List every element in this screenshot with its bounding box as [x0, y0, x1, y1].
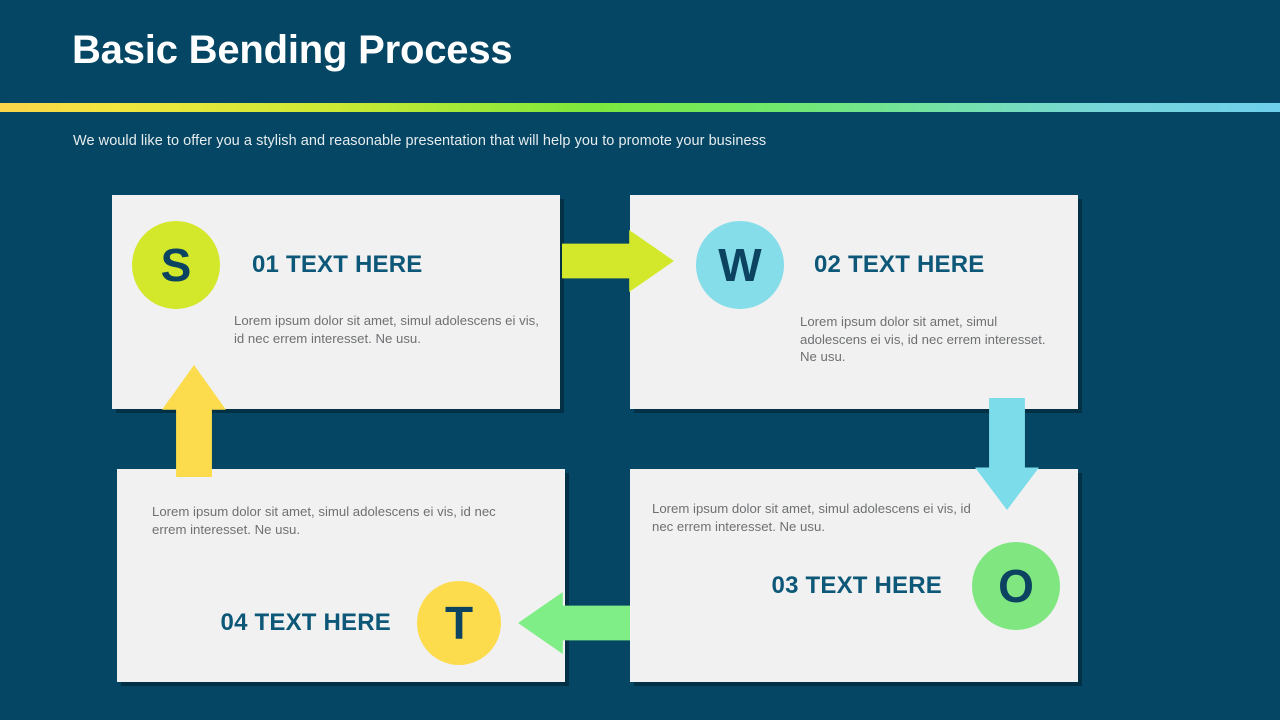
step-02-badge-icon: W [696, 221, 784, 309]
accent-gradient-bar [0, 103, 1280, 112]
step-04-badge-icon: T [417, 581, 501, 665]
step-01-header: S 01 TEXT HERE [132, 221, 422, 309]
step-02-title: 02 TEXT HERE [814, 251, 985, 278]
step-04-header: 04 TEXT HERE T [221, 581, 501, 665]
step-04-body: Lorem ipsum dolor sit amet, simul adoles… [152, 504, 496, 537]
step-card-01[interactable]: S 01 TEXT HERE Lorem ipsum dolor sit ame… [112, 195, 560, 409]
step-01-body: Lorem ipsum dolor sit amet, simul adoles… [234, 313, 539, 346]
step-03-badge-icon: O [972, 542, 1060, 630]
step-03-body: Lorem ipsum dolor sit amet, simul adoles… [652, 501, 971, 534]
step-card-02[interactable]: W 02 TEXT HERE Lorem ipsum dolor sit ame… [630, 195, 1078, 409]
step-03-title: 03 TEXT HERE [771, 572, 942, 599]
step-02-body: Lorem ipsum dolor sit amet, simul adoles… [800, 314, 1046, 365]
step-01-badge-icon: S [132, 221, 220, 309]
step-04-title: 04 TEXT HERE [220, 609, 391, 636]
page-subtitle: We would like to offer you a stylish and… [73, 133, 767, 149]
step-02-header: W 02 TEXT HERE [696, 221, 984, 309]
step-01-title: 01 TEXT HERE [252, 251, 423, 278]
step-card-04[interactable]: Lorem ipsum dolor sit amet, simul adoles… [117, 469, 565, 682]
step-03-header: 03 TEXT HERE O [772, 542, 1060, 630]
page-title: Basic Bending Process [72, 28, 513, 72]
